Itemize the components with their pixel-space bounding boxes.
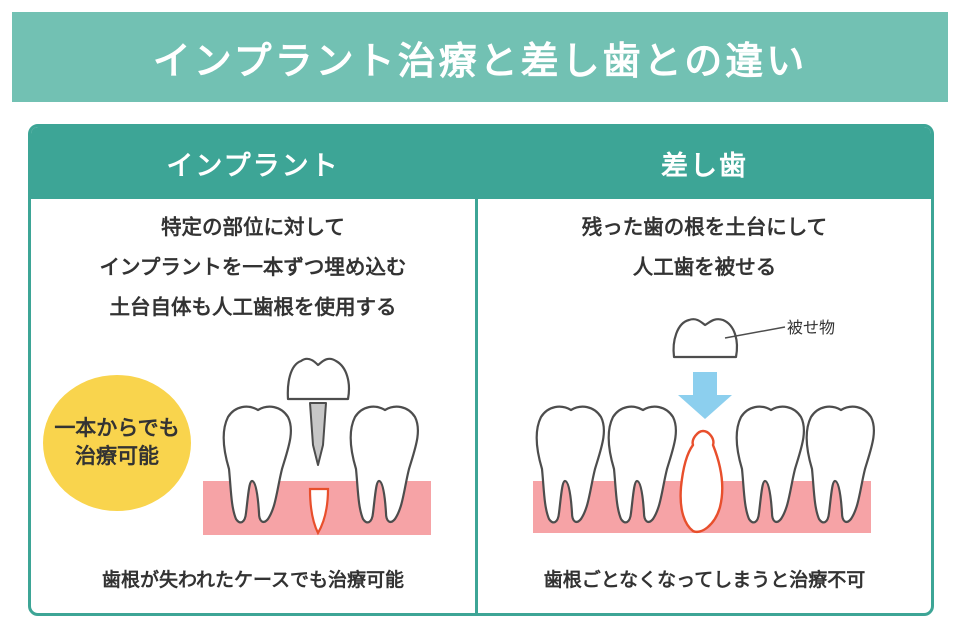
comparison-card: インプラント 差し歯 特定の部位に対して インプラントを一本ずつ埋め込む 土台自… xyxy=(28,124,934,616)
sashiba-description: 残った歯の根を土台にして 人工歯を被せる xyxy=(478,207,931,287)
implant-description-line: 特定の部位に対して xyxy=(161,215,345,239)
single-tooth-badge xyxy=(43,375,191,511)
badge-line: 一本からでも xyxy=(54,416,179,440)
sashiba-heading: 差し歯 xyxy=(478,127,931,199)
sashiba-description-line: 残った歯の根を土台にして xyxy=(581,215,828,239)
remaining-root-icon xyxy=(679,429,724,534)
crown-label-leader xyxy=(724,326,786,339)
implant-socket-icon xyxy=(308,487,330,536)
implant-crown-icon xyxy=(286,357,351,401)
teeth-illustration: 一本からでも 治療可能 被せ物 xyxy=(43,318,876,536)
implant-description: 特定の部位に対して インプラントを一本ずつ埋め込む 土台自体も人工歯根を使用する xyxy=(31,207,475,327)
title-banner: インプラント治療と差し歯との違い xyxy=(12,12,948,102)
sashiba-description-line: 人工歯を被せる xyxy=(632,255,777,279)
implant-heading: インプラント xyxy=(31,127,475,199)
down-arrow-icon xyxy=(678,372,732,419)
implant-description-line: 土台自体も人工歯根を使用する xyxy=(109,295,397,319)
badge-line: 治療可能 xyxy=(75,444,159,468)
implant-note: 歯根が失われたケースでも治療可能 xyxy=(101,569,405,591)
implant-description-line: インプラントを一本ずつ埋め込む xyxy=(99,255,407,279)
page-title: インプラント治療と差し歯との違い xyxy=(152,38,808,83)
sashiba-note: 歯根ごとなくなってしまうと治療不可 xyxy=(543,569,866,591)
column-divider xyxy=(475,127,478,613)
crown-label: 被せ物 xyxy=(787,318,835,337)
crown-icon xyxy=(672,318,739,359)
implant-post-icon xyxy=(309,402,327,466)
